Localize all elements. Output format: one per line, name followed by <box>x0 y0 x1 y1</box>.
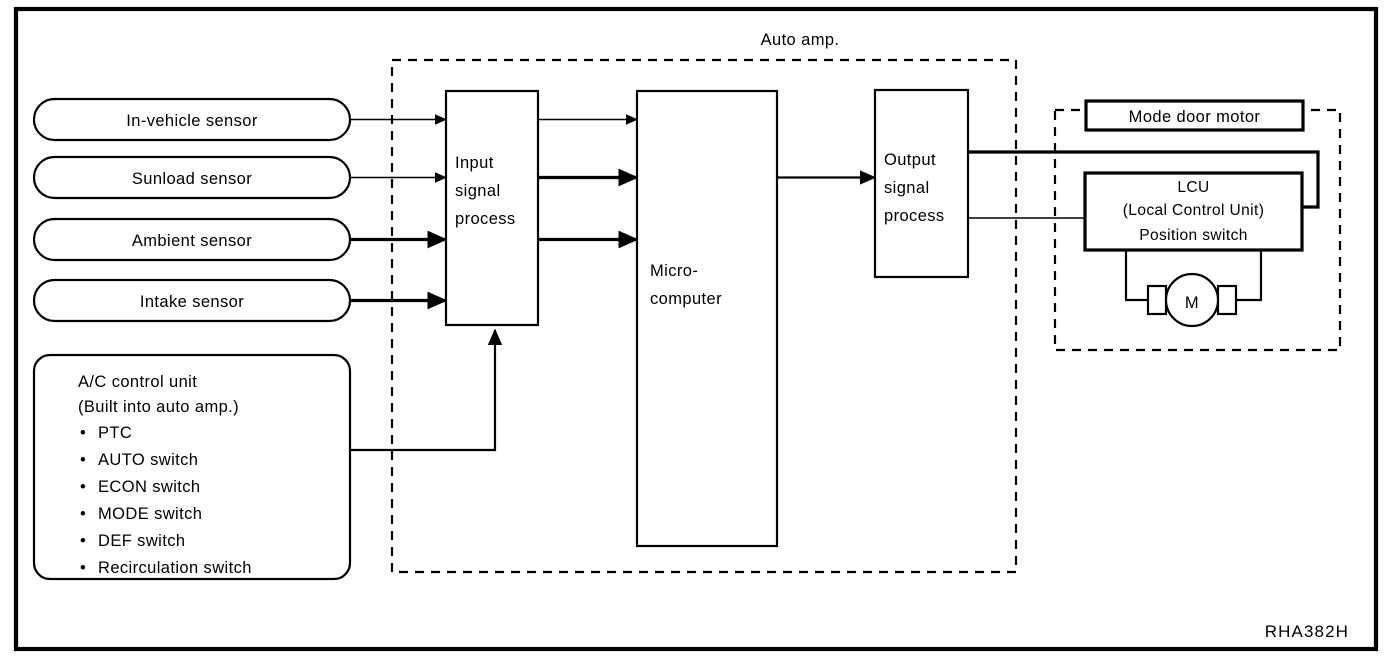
input-signal-process-frame <box>444 89 540 327</box>
input-block-line3: process <box>455 210 516 228</box>
micro-block-line2: computer <box>650 290 722 308</box>
output-block-line3: process <box>884 207 945 225</box>
input-block-line1: Input <box>455 154 494 172</box>
sensor-ambient: Ambient sensor <box>32 217 352 262</box>
output-block-line1: Output <box>884 151 936 169</box>
connector-output-to-lcu-drive <box>968 150 1320 209</box>
ac-item-mode-switch: MODE switch <box>98 505 202 523</box>
output-block-line2: signal <box>884 179 930 197</box>
mode-door-motor-boundary <box>1053 108 1342 352</box>
sensor-label: Intake sensor <box>140 293 244 311</box>
ac-control-unit-frame <box>32 353 352 581</box>
sensor-intake: Intake sensor <box>32 278 352 323</box>
bullet-glyph: • <box>80 505 86 523</box>
ac-control-unit-title: A/C control unit <box>78 373 197 391</box>
output-signal-process-block: Output signal process <box>873 88 970 279</box>
motor-circle <box>1164 272 1220 328</box>
micro-computer-frame <box>635 89 779 548</box>
auto-amp-title: Auto amp. <box>761 31 840 49</box>
ac-item-def-switch: DEF switch <box>98 532 185 550</box>
sensor-sunload: Sunload sensor <box>32 155 352 200</box>
micro-computer-block: Micro- computer <box>635 89 779 548</box>
mode-door-motor-title-box: Mode door motor <box>1084 99 1305 132</box>
ac-control-unit-box: A/C control unit (Built into auto amp.) … <box>32 353 352 581</box>
input-signal-process-block: Input signal process <box>444 89 540 327</box>
auto-amp-boundary <box>390 58 1018 574</box>
sensor-label: In-vehicle sensor <box>126 112 258 130</box>
connector-ac-control-unit-to-input <box>350 328 503 452</box>
motor-label: M <box>1185 294 1199 312</box>
sensor-label: Ambient sensor <box>132 232 252 250</box>
output-signal-process-frame <box>873 88 970 279</box>
motor-brush-right <box>1216 284 1238 316</box>
sensor-in-vehicle: In-vehicle sensor <box>32 97 352 142</box>
ac-item-ptc: PTC <box>98 424 132 442</box>
lcu-frame <box>1083 171 1304 252</box>
ac-item-recirculation-switch: Recirculation switch <box>98 559 252 577</box>
bullet-glyph: • <box>80 424 86 442</box>
bullet-glyph: • <box>80 532 86 550</box>
lcu-block: LCU (Local Control Unit) Position switch <box>1083 171 1304 252</box>
outer-frame <box>13 6 1379 652</box>
connector-lcu-to-motor-right <box>1232 250 1263 302</box>
ac-control-unit-subtitle: (Built into auto amp.) <box>78 398 239 416</box>
motor-symbol: M <box>1146 272 1238 328</box>
bullet-glyph: • <box>80 559 86 577</box>
bullet-glyph: • <box>80 478 86 496</box>
motor-brush-left <box>1146 284 1168 316</box>
connector-lcu-to-motor-left <box>1124 250 1152 302</box>
lcu-line3: Position switch <box>1139 227 1248 244</box>
input-block-line2: signal <box>455 182 501 200</box>
lcu-line2: (Local Control Unit) <box>1123 202 1265 219</box>
figure-code: RHA382H <box>1265 622 1349 641</box>
bullet-glyph: • <box>80 451 86 469</box>
sensor-label: Sunload sensor <box>132 170 252 188</box>
mode-door-motor-title: Mode door motor <box>1129 108 1261 126</box>
micro-block-line1: Micro- <box>650 262 698 280</box>
ac-item-auto-switch: AUTO switch <box>98 451 198 469</box>
mode-door-motor-title-frame <box>1084 99 1305 132</box>
ac-item-econ-switch: ECON switch <box>98 478 201 496</box>
lcu-line1: LCU <box>1177 179 1209 196</box>
